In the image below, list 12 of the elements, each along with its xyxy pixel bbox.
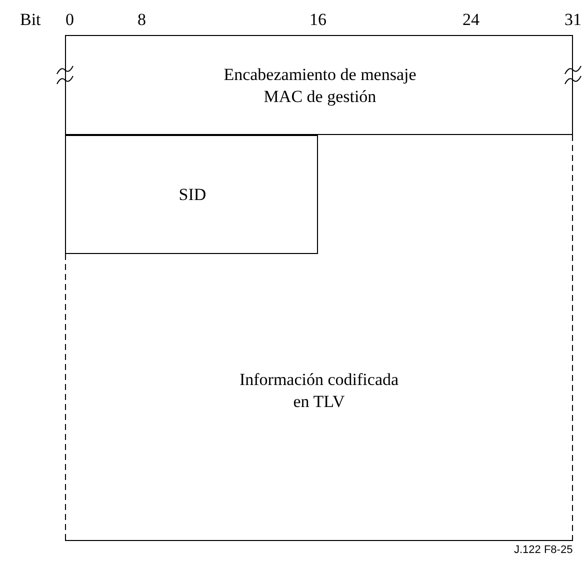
bit-axis-label: Bit xyxy=(20,10,41,30)
field-label: Encabezamiento de mensaje MAC de gestión xyxy=(222,64,418,108)
field-label: Información codificada en TLV xyxy=(238,369,400,413)
sid-field-box xyxy=(65,135,318,254)
bit-number: 24 xyxy=(462,10,480,30)
figure-reference: J.122 F8-25 xyxy=(514,544,573,556)
field-label: SID xyxy=(178,184,208,206)
bit-number: 0 xyxy=(66,10,74,30)
bit-number: 16 xyxy=(310,10,326,30)
bit-number: 31 xyxy=(564,10,582,30)
bit-number: 8 xyxy=(138,10,146,30)
header-field-box xyxy=(65,35,573,135)
